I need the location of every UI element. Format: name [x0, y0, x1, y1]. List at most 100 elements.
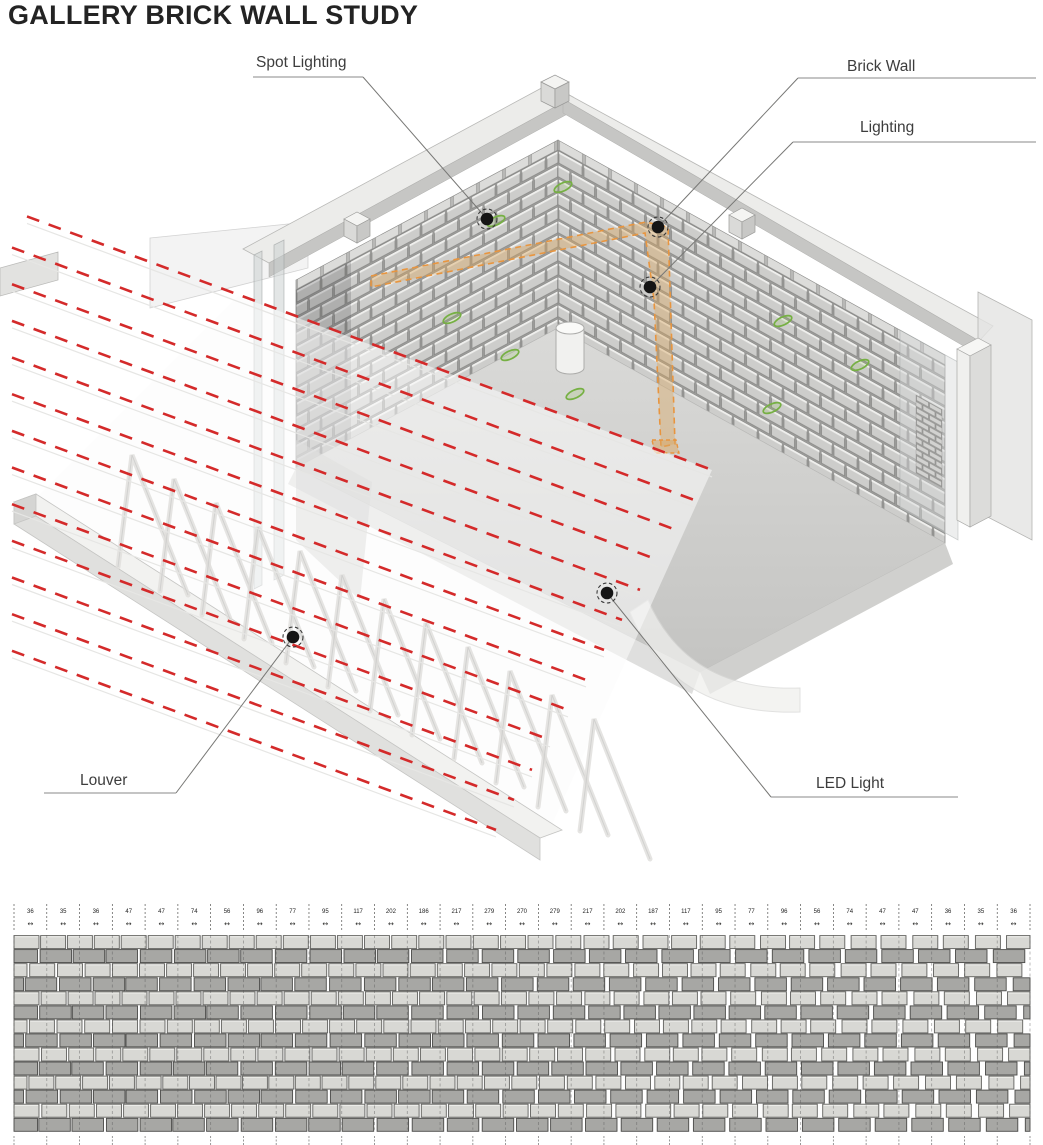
elevation-brick	[240, 949, 273, 964]
elevation-brick	[913, 991, 940, 1006]
elevation-brick	[112, 1019, 138, 1034]
elevation-brick	[1024, 1117, 1031, 1132]
elevation-brick	[1008, 1047, 1031, 1062]
elevation-brick	[645, 977, 678, 992]
elevation-brick	[341, 1061, 375, 1076]
elevation-brick	[28, 1019, 55, 1034]
elevation-brick	[731, 1047, 758, 1062]
elevation-brick	[864, 1033, 897, 1048]
elevation-brick	[500, 991, 527, 1006]
elevation-brick	[308, 1061, 342, 1076]
elevation-brick	[914, 1047, 941, 1062]
elevation-brick	[760, 935, 786, 950]
elevation-brick	[419, 1047, 446, 1062]
elevation-brick	[341, 1117, 375, 1132]
elevation-brick	[654, 1075, 681, 1090]
elevation-brick	[902, 1019, 929, 1034]
elevation-brick	[572, 977, 606, 992]
elevation-brick	[247, 963, 274, 978]
elevation-brick	[527, 935, 554, 950]
elevation-brick	[139, 1117, 173, 1132]
elevation-brick	[975, 1033, 1008, 1048]
elevation-brick	[71, 1061, 104, 1076]
elevation-brick	[215, 1075, 242, 1090]
elevation-brick	[29, 963, 56, 978]
floor-slab-edge-right	[700, 543, 953, 694]
svg-text:↔: ↔	[912, 920, 918, 928]
elevation-brick	[761, 1047, 788, 1062]
elevation-brick	[551, 1061, 584, 1076]
elevation-brick	[938, 1089, 971, 1104]
elevation-brick	[500, 935, 527, 950]
dim-value: 217	[583, 909, 594, 915]
elevation-brick	[308, 1117, 341, 1132]
elevation-brick	[683, 1089, 716, 1104]
elevation-brick	[464, 1019, 491, 1034]
dim-value: 56	[224, 909, 231, 915]
elevation-brick	[656, 1061, 689, 1076]
elevation-brick	[150, 1103, 177, 1118]
elevation-brick	[339, 1103, 366, 1118]
elevation-brick	[41, 1047, 67, 1062]
elevation-brick	[173, 1005, 207, 1020]
elevation-brick	[585, 1117, 618, 1132]
elevation-brick	[437, 1019, 464, 1034]
elevation-brick	[294, 1075, 321, 1090]
elevation-brick	[364, 991, 391, 1006]
elevation-brick	[84, 963, 111, 978]
callout-label-led-light: LED Light	[816, 775, 885, 792]
elevation-brick	[702, 1103, 729, 1118]
elevation-brick	[671, 991, 698, 1006]
elevation-brick	[176, 1047, 203, 1062]
dim-value: 35	[977, 909, 984, 915]
elevation-brick	[735, 949, 768, 964]
svg-text:↔: ↔	[126, 920, 132, 928]
elevation-brick	[547, 1019, 574, 1034]
elevation-brick	[881, 991, 908, 1006]
elevation-brick	[393, 1103, 420, 1118]
callout-label-brick-wall: Brick Wall	[847, 58, 916, 75]
elevation-brick	[67, 991, 94, 1006]
dim-value: 187	[648, 909, 659, 915]
elevation-brick	[790, 991, 816, 1006]
elevation-brick	[642, 935, 669, 950]
elevation-brick	[936, 977, 970, 992]
svg-text:↔: ↔	[716, 920, 722, 928]
elevation-brick	[38, 1061, 72, 1076]
elevation-brick	[328, 963, 355, 978]
elevation-brick	[851, 991, 878, 1006]
elevation-brick	[376, 1117, 410, 1132]
elevation-brick	[364, 1089, 397, 1104]
elevation-brick	[546, 963, 573, 978]
elevation-brick	[105, 1061, 139, 1076]
elevation-brick	[240, 1005, 273, 1020]
elevation-brick	[645, 1103, 672, 1118]
elevation-brick	[874, 1117, 908, 1132]
elevation-brick	[1009, 1103, 1031, 1118]
elevation-brick	[282, 935, 309, 950]
elevation-brick	[411, 1005, 444, 1020]
louver-trusses	[115, 454, 653, 862]
elevation-brick	[946, 1005, 980, 1020]
elevation-brick	[123, 1103, 150, 1118]
elevation-brick	[840, 963, 867, 978]
elevation-brick	[311, 1047, 338, 1062]
elevation-brick	[343, 949, 376, 964]
led-line	[11, 246, 695, 502]
elevation-brick	[24, 977, 58, 992]
elevation-brick	[230, 1047, 257, 1062]
elevation-brick	[516, 1117, 549, 1132]
elevation-brick	[59, 1033, 92, 1048]
elevation-brick	[985, 1061, 1018, 1076]
spot-light-icon	[762, 401, 782, 415]
elevation-brick	[529, 1047, 556, 1062]
elevation-brick	[284, 1047, 311, 1062]
elevation-brick	[13, 1005, 38, 1020]
led-line	[26, 215, 713, 472]
callout-dot-louver	[286, 630, 300, 644]
elevation-brick	[501, 1047, 528, 1062]
led-line	[11, 539, 551, 742]
elevation-brick	[356, 1019, 383, 1034]
elevation-brick	[229, 991, 256, 1006]
